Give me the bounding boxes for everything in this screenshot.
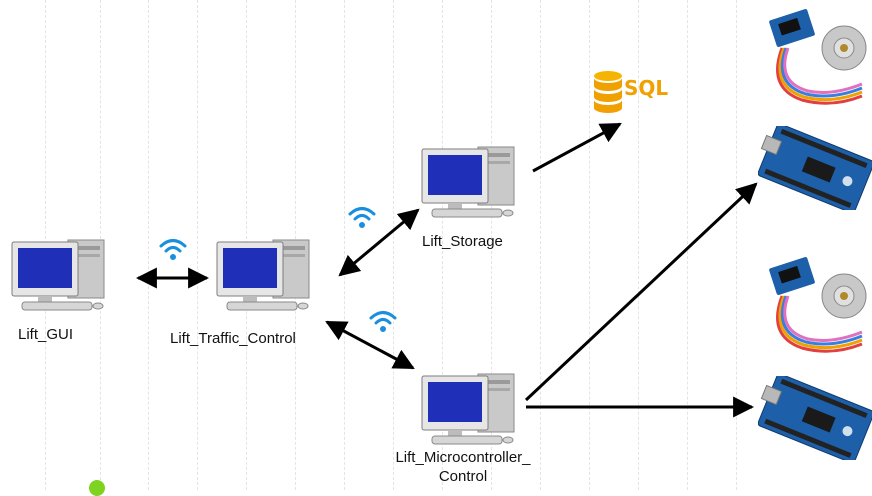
- label-lift-microcontroller-control: Lift_Microcontroller_ Control: [380, 448, 546, 486]
- sql-database: SQL: [592, 70, 672, 116]
- grid-line: [638, 0, 639, 490]
- wifi-icon: [159, 239, 187, 260]
- stepper-motor-icon: [769, 9, 867, 105]
- computer-icon-gui: [10, 236, 108, 314]
- grid-line: [148, 0, 149, 490]
- wifi-icon: [348, 207, 376, 228]
- database-icon: [594, 71, 622, 113]
- label-lift-storage: Lift_Storage: [422, 233, 503, 250]
- wifi-icon: [369, 311, 397, 332]
- label-micro-line2: Control: [438, 468, 488, 485]
- grid-line: [442, 0, 443, 490]
- arrow-micro-board-top: [524, 182, 758, 402]
- arrow-traffic-storage: [338, 208, 420, 277]
- grid-line: [687, 0, 688, 490]
- grid-line: [197, 0, 198, 490]
- label-micro-line1: Lift_Microcontroller_: [395, 449, 531, 466]
- arduino-board-icon: [758, 126, 872, 210]
- stepper-motor-icon: [769, 257, 867, 353]
- grid-line: [589, 0, 590, 490]
- computer-icon-storage: [420, 143, 518, 221]
- grid-line: [736, 0, 737, 490]
- arrow-traffic-micro: [325, 320, 415, 370]
- computer-icon-traffic: [215, 236, 313, 314]
- label-lift-traffic-control: Lift_Traffic_Control: [170, 330, 296, 347]
- arduino-board-icon: [758, 376, 872, 460]
- grid-line: [491, 0, 492, 490]
- label-lift-gui: Lift_GUI: [18, 326, 74, 343]
- status-dot: [89, 480, 105, 496]
- grid-line: [540, 0, 541, 490]
- sql-label: SQL: [624, 76, 669, 100]
- computer-icon-micro: [420, 370, 518, 448]
- arrow-storage-sql: [532, 122, 622, 173]
